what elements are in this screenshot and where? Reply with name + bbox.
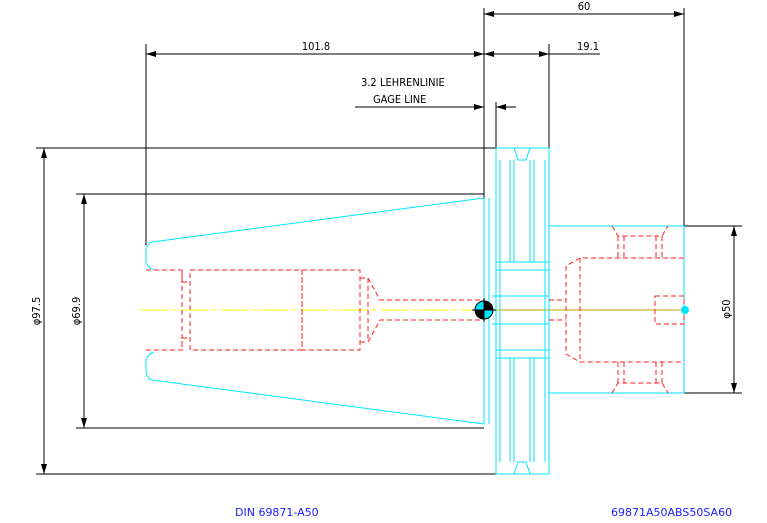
- hidden-features: [146, 225, 685, 394]
- dim-dia-shank: φ50: [720, 299, 733, 318]
- dim-length-shank: 19.1: [577, 40, 599, 53]
- gage-point-marker: [472, 298, 496, 322]
- dim-length-total: 60: [578, 0, 591, 13]
- dimension-lines: [36, 8, 742, 475]
- dim-dia-cone: φ69.9: [70, 297, 83, 326]
- dim-length-cone: 101.8: [302, 40, 330, 53]
- dim-dia-flange: φ97.5: [30, 297, 43, 326]
- dimension-labels: 60 101.8 19.1 3.2 LEHRENLINIE GAGE LINE …: [30, 0, 733, 325]
- shank-end-marker: [681, 306, 689, 314]
- gage-line-label-de: LEHRENLINIE: [380, 76, 445, 89]
- tool-holder-outline: [145, 147, 685, 475]
- gage-line-label-en: GAGE LINE: [373, 93, 426, 106]
- dim-gage-offset: 3.2: [361, 76, 377, 89]
- part-number-label: 69871A50ABS50SA60: [611, 506, 732, 519]
- standard-label: DIN 69871-A50: [235, 506, 319, 519]
